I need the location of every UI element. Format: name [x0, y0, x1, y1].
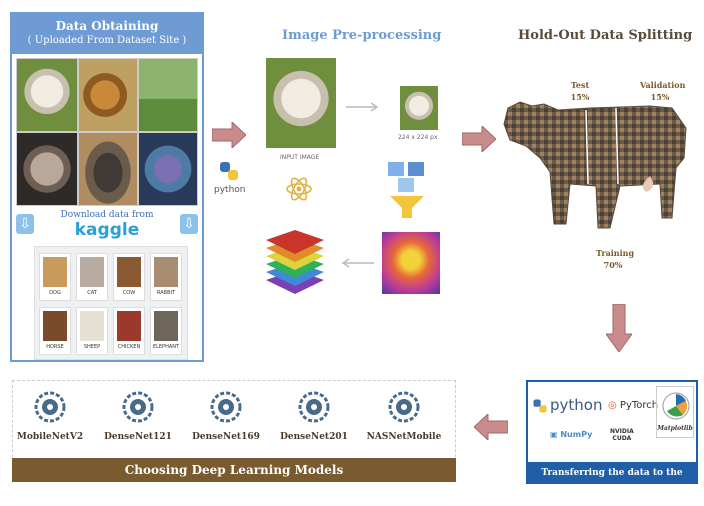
image-filter-funnel-icon	[388, 162, 424, 218]
matplotlib-logo: Matplotlib	[656, 386, 694, 438]
resize-arrow-icon	[346, 102, 379, 112]
validation-label: Validation	[640, 80, 686, 90]
split-title: Hold-Out Data Splitting	[518, 28, 693, 43]
heatmap-image	[382, 232, 440, 294]
data-obtaining-panel: Data Obtaining ( Uploaded From Dataset S…	[10, 12, 204, 362]
class-label: CAT	[87, 290, 97, 296]
class-cell: COW	[113, 253, 145, 301]
class-cell: CAT	[76, 253, 108, 301]
model-name: DenseNet121	[104, 432, 172, 442]
pytorch-text: ◎ PyTorch	[608, 400, 659, 411]
numpy-label: NumPy	[560, 430, 593, 439]
size-label: 224 x 224 px	[398, 134, 438, 141]
elephant-photo	[78, 132, 138, 206]
download-icon-right: ⇩	[180, 214, 198, 234]
data-obtaining-title: Data Obtaining	[55, 19, 159, 33]
feature-layers-icon	[266, 230, 324, 294]
back-arrow-icon	[341, 258, 374, 268]
class-cell: ELEPHANT	[150, 307, 182, 355]
class-cell: DOG	[39, 253, 71, 301]
python-label: python	[214, 185, 246, 195]
training-label: Training	[596, 248, 635, 258]
model-mobilenetv2: MobileNetV2	[0, 390, 100, 442]
flow-arrow-down	[606, 304, 632, 352]
training-pct: 70%	[603, 260, 623, 270]
flow-arrow-right-2	[462, 126, 496, 152]
validation-pct: 15%	[650, 92, 670, 102]
rabbit-photo	[138, 132, 198, 206]
pytorch-label: PyTorch	[619, 400, 659, 411]
neural-net-icon	[34, 391, 66, 423]
models-bar: Choosing Deep Learning Models	[12, 458, 456, 482]
flow-arrow-left	[474, 414, 508, 440]
model-densenet121: DenseNet121	[88, 390, 188, 442]
python-logo-icon	[533, 399, 547, 413]
model-densenet169: DenseNet169	[176, 390, 276, 442]
model-densenet201: DenseNet201	[264, 390, 364, 442]
cow-mosaic-silhouette	[503, 101, 687, 229]
data-obtaining-subtitle: ( Uploaded From Dataset Site )	[27, 35, 187, 46]
input-image-label: INPUT IMAGE	[280, 154, 320, 161]
class-grid: DOG CAT COW RABBIT HORSE SHEEP CHICKEN E…	[34, 246, 188, 360]
class-cell: CHICKEN	[113, 307, 145, 355]
kaggle-logo: kaggle	[74, 220, 140, 240]
nvidia-label: NVIDIA	[610, 428, 634, 435]
atom-icon	[286, 177, 312, 201]
python-logo-icon	[220, 162, 238, 180]
model-nasnetmobile: NASNetMobile	[354, 390, 454, 442]
model-name: MobileNetV2	[16, 432, 84, 442]
test-pct: 15%	[570, 92, 590, 102]
model-name: DenseNet201	[280, 432, 348, 442]
flow-arrow-right-1	[212, 122, 246, 148]
matplotlib-icon	[662, 392, 690, 420]
class-label: COW	[122, 290, 136, 296]
python-text: python	[550, 396, 603, 414]
preprocess-title: Image Pre-processing	[282, 28, 442, 43]
class-label: HORSE	[46, 344, 64, 350]
neural-net-icon	[388, 391, 420, 423]
sheep-photo	[16, 58, 78, 132]
model-name: NASNetMobile	[366, 432, 442, 442]
class-cell: RABBIT	[150, 253, 182, 301]
class-cell: SHEEP	[76, 307, 108, 355]
matplotlib-label: Matplotlib	[657, 425, 693, 432]
platform-bar: Transferring the data to the working pla…	[526, 462, 698, 500]
cow-photo	[138, 58, 198, 132]
nvidia-cuda: NVIDIA CUDA	[610, 428, 634, 442]
class-cell: HORSE	[39, 307, 71, 355]
class-label: RABBIT	[156, 290, 176, 296]
download-text: Download data from	[60, 210, 154, 220]
class-label: DOG	[49, 290, 61, 296]
neural-net-icon	[298, 391, 330, 423]
class-label: ELEPHANT	[152, 344, 180, 350]
neural-net-icon	[210, 391, 242, 423]
lion-photo	[78, 58, 138, 132]
resized-image	[400, 86, 438, 130]
neural-net-icon	[122, 391, 154, 423]
data-obtaining-header: Data Obtaining ( Uploaded From Dataset S…	[12, 14, 202, 54]
model-name: DenseNet169	[192, 432, 260, 442]
cuda-label: CUDA	[612, 435, 632, 442]
test-label: Test	[570, 80, 590, 90]
class-label: SHEEP	[83, 344, 101, 350]
class-label: CHICKEN	[117, 344, 141, 350]
numpy-text: ▣ NumPy	[550, 430, 593, 439]
download-icon-left: ⇩	[16, 214, 34, 234]
cat-photo	[16, 132, 78, 206]
input-image	[266, 58, 336, 148]
